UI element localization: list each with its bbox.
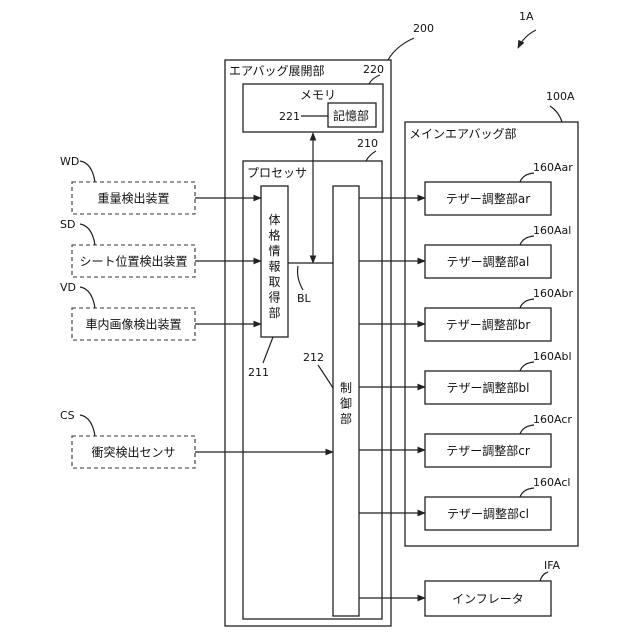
sensor-leader <box>80 161 95 182</box>
inflator-label: インフレータ <box>452 592 524 606</box>
processor-label: プロセッサ <box>247 166 307 180</box>
tether-ref: 160Aal <box>533 224 571 237</box>
sensor-ref: CS <box>60 409 75 422</box>
tether-label: テザー調整部cr <box>446 443 530 458</box>
system-ref-arrow <box>518 30 536 48</box>
main-airbag-ref: 100A <box>546 90 575 103</box>
body-info-unit-label: 体格情報取得部 <box>268 213 280 320</box>
sensor-ref: VD <box>60 281 76 294</box>
sensor-ref: WD <box>60 155 79 168</box>
sensor-leader <box>80 224 95 245</box>
system-ref: 1A <box>519 10 534 23</box>
storage-label: 記憶部 <box>333 108 369 123</box>
tether-ref: 160Acr <box>533 413 572 426</box>
sensor-label: 重量検出装置 <box>97 192 169 206</box>
sensor-label: 車内画像検出装置 <box>85 318 181 332</box>
tether-label: テザー調整部bl <box>447 380 530 395</box>
tether-label: テザー調整部al <box>447 254 530 269</box>
inflator-leader <box>540 572 548 581</box>
tether-label: テザー調整部cl <box>447 506 529 521</box>
sensor-label: 衝突検出センサ <box>91 445 175 460</box>
airbag-deploy-unit-ref: 200 <box>413 22 434 35</box>
main-airbag-label: メインエアバッグ部 <box>409 126 517 141</box>
tether-ref: 160Aar <box>533 161 573 174</box>
sensor-ref: SD <box>60 218 75 231</box>
sensor-leader <box>80 415 95 436</box>
memory-ref: 220 <box>363 63 384 76</box>
processor-ref: 210 <box>357 137 378 150</box>
inflator-ref: IFA <box>544 559 561 572</box>
main-airbag-leader <box>550 106 562 122</box>
storage-ref: 221 <box>279 110 300 123</box>
tether-label: テザー調整部br <box>446 317 531 332</box>
control-unit-label: 制御部 <box>340 381 352 426</box>
tether-ref: 160Abl <box>533 350 572 363</box>
control-unit-ref: 212 <box>303 351 324 364</box>
tether-ref: 160Abr <box>533 287 574 300</box>
airbag-deploy-unit-label: エアバッグ展開部 <box>229 63 325 78</box>
memory-label: メモリ <box>300 88 336 102</box>
tether-label: テザー調整部ar <box>446 191 530 206</box>
bus-ref: BL <box>297 292 312 305</box>
tether-ref: 160Acl <box>533 476 570 489</box>
body-info-unit-ref: 211 <box>248 366 269 379</box>
sensor-leader <box>80 287 95 308</box>
sensor-label: シート位置検出装置 <box>79 254 187 269</box>
airbag-deploy-unit-leader <box>388 38 414 60</box>
